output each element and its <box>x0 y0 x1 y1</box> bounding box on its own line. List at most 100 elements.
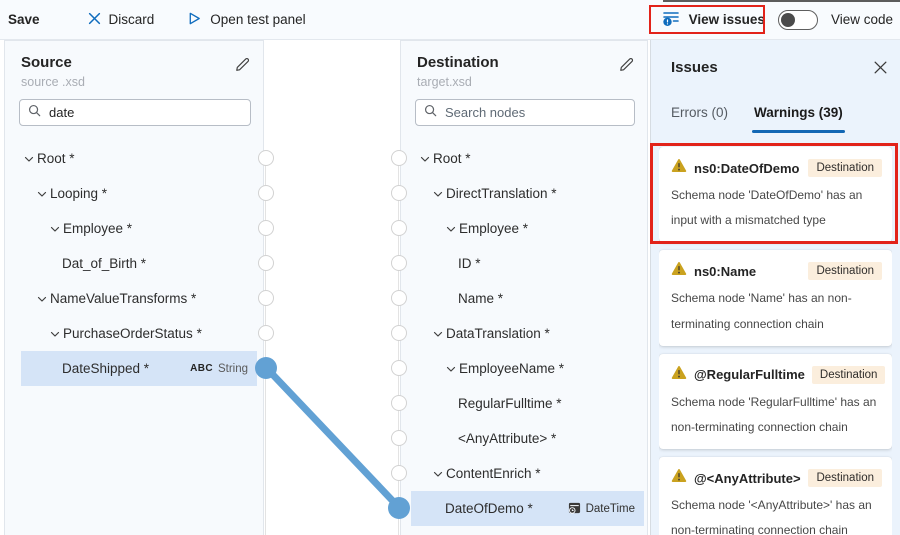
connection-port[interactable] <box>391 184 407 201</box>
connection-port[interactable] <box>391 324 407 341</box>
tree-node[interactable]: NameValueTransforms * <box>21 281 257 316</box>
tree-node[interactable]: Name * <box>411 281 644 316</box>
connection-port[interactable] <box>258 324 274 341</box>
map-canvas: Source source .xsd Root * Looping * Empl… <box>0 40 900 535</box>
destination-search-input[interactable] <box>443 104 626 121</box>
source-schema-filename: source .xsd <box>21 75 85 89</box>
edit-source-schema-button[interactable] <box>232 54 253 75</box>
chevron-down-icon <box>419 153 433 165</box>
node-label: EmployeeName * <box>459 361 565 376</box>
toggle-knob <box>780 12 795 27</box>
node-label: Looping * <box>50 186 108 201</box>
chevron-down-icon <box>49 328 63 340</box>
tree-node[interactable]: <AnyAttribute> * <box>411 421 644 456</box>
tree-node[interactable]: DirectTranslation * <box>411 176 644 211</box>
issues-tabs: Errors (0) Warnings (39) <box>671 104 845 133</box>
tree-node[interactable]: Dat_of_Birth * <box>21 246 257 281</box>
destination-panel: Destination target.xsd Root * DirectTran… <box>400 40 648 535</box>
chevron-down-icon <box>432 188 446 200</box>
issues-panel: Issues Errors (0) Warnings (39) ns0:Date… <box>650 40 900 535</box>
connection-port[interactable] <box>258 219 274 236</box>
tree-node[interactable]: Root * <box>411 141 644 176</box>
tree-node[interactable]: Employee * <box>21 211 257 246</box>
warning-list: ns0:DateOfDemo Destination Schema node '… <box>659 147 892 535</box>
chevron-down-icon <box>445 223 459 235</box>
connection-port[interactable] <box>391 429 407 446</box>
string-type-icon: ABC <box>190 363 213 374</box>
close-icon[interactable] <box>871 58 890 77</box>
warning-title: @RegularFulltime <box>694 367 805 383</box>
warning-card[interactable]: @RegularFulltime Destination Schema node… <box>659 353 892 450</box>
warning-card[interactable]: ns0:DateOfDemo Destination Schema node '… <box>659 147 892 243</box>
source-search-input[interactable] <box>47 104 242 121</box>
tree-node[interactable]: ID * <box>411 246 644 281</box>
warning-icon <box>671 365 687 385</box>
tab-warnings[interactable]: Warnings (39) <box>752 104 845 133</box>
chevron-down-icon <box>432 328 446 340</box>
tree-node[interactable]: ContentEnrich * <box>411 456 644 491</box>
destination-badge: Destination <box>808 469 882 488</box>
tree-node[interactable]: DateOfDemo * DateTime <box>411 491 644 526</box>
destination-badge: Destination <box>808 159 882 177</box>
warning-message: Schema node 'Name' has an non-terminatin… <box>671 291 852 331</box>
node-label: Name * <box>458 291 504 306</box>
search-icon <box>424 104 437 122</box>
source-title: Source <box>21 54 72 71</box>
warning-icon <box>671 261 687 281</box>
source-tree: Root * Looping * Employee * Dat_of_Birth… <box>21 141 257 535</box>
destination-schema-filename: target.xsd <box>417 75 472 89</box>
destination-tree: Root * DirectTranslation * Employee * ID… <box>411 141 644 535</box>
warning-message: Schema node 'RegularFulltime' has an non… <box>671 394 877 434</box>
warning-title: ns0:Name <box>694 263 757 279</box>
connection-port[interactable] <box>258 289 274 306</box>
connection-port[interactable] <box>391 394 407 411</box>
connection-port[interactable] <box>391 359 407 376</box>
node-label: ID * <box>458 256 481 271</box>
connection-port[interactable] <box>258 149 274 166</box>
chevron-down-icon <box>49 223 63 235</box>
save-button[interactable]: Save <box>8 12 40 27</box>
warning-card[interactable]: @<AnyAttribute> Destination Schema node … <box>659 457 892 535</box>
tree-node[interactable]: Looping * <box>21 176 257 211</box>
tab-errors[interactable]: Errors (0) <box>671 105 728 120</box>
chevron-down-icon <box>432 468 446 480</box>
destination-badge: Destination <box>808 262 882 281</box>
connection-port[interactable] <box>391 289 407 306</box>
tree-node[interactable]: PurchaseOrderStatus * <box>21 316 257 351</box>
connection-port[interactable] <box>391 219 407 236</box>
connection-port[interactable] <box>258 254 274 271</box>
destination-rail <box>398 157 399 535</box>
node-label: PurchaseOrderStatus * <box>63 326 202 341</box>
tree-node[interactable]: Root * <box>21 141 257 176</box>
edit-destination-schema-button[interactable] <box>616 54 637 75</box>
tree-node[interactable]: Employee * <box>411 211 644 246</box>
connection-port[interactable] <box>258 184 274 201</box>
connection-handle-active[interactable] <box>388 496 410 519</box>
view-code-toggle[interactable] <box>777 9 818 30</box>
node-label: DirectTranslation * <box>446 186 557 201</box>
tree-node[interactable]: EmployeeName * <box>411 351 644 386</box>
discard-button[interactable]: Discard <box>88 12 154 28</box>
tree-node[interactable]: RegularFulltime * <box>411 386 644 421</box>
node-label: Dat_of_Birth * <box>62 256 147 271</box>
issues-title: Issues <box>671 59 718 76</box>
warning-card[interactable]: ns0:Name Destination Schema node 'Name' … <box>659 250 892 346</box>
tree-node[interactable]: DataTranslation * <box>411 316 644 351</box>
connection-port[interactable] <box>391 464 407 481</box>
warning-icon <box>671 158 687 178</box>
warning-title: ns0:DateOfDemo <box>694 160 800 176</box>
destination-badge: Destination <box>811 365 886 384</box>
discard-x-icon <box>88 12 101 28</box>
connection-port[interactable] <box>391 149 407 166</box>
warning-icon <box>671 468 687 488</box>
open-test-panel-button[interactable]: Open test panel <box>187 11 306 29</box>
play-icon <box>187 11 202 29</box>
view-issues-button[interactable]: View issues <box>662 9 765 30</box>
node-label: DateOfDemo * <box>445 501 533 516</box>
connection-handle-active[interactable] <box>255 356 277 379</box>
node-label: <AnyAttribute> * <box>458 431 557 446</box>
connection-port[interactable] <box>391 254 407 271</box>
chevron-down-icon <box>23 153 37 165</box>
node-label: Employee * <box>459 221 529 236</box>
